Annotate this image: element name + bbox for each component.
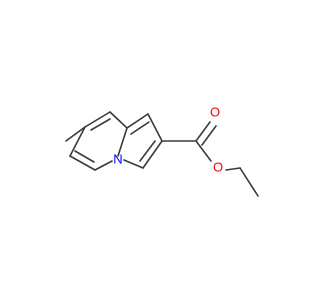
bond-c8a-c1 <box>126 113 149 129</box>
bond-ch2-ch3 <box>239 167 259 197</box>
bond-group <box>65 111 259 197</box>
bond-o-ch2 <box>225 167 241 171</box>
bond-c-o-carbonyl <box>195 121 211 142</box>
nitrogen-label: N <box>113 152 122 167</box>
atom-label-group: N O O <box>113 105 223 175</box>
structure-canvas: N O O <box>65 104 259 197</box>
bond-n-c5 <box>94 160 113 171</box>
bond-c6-c7 <box>69 126 86 157</box>
bond-c2-c3 <box>142 140 163 169</box>
bond-c3-n <box>123 159 144 169</box>
ester-oxygen-label: O <box>213 160 223 175</box>
bond-c2-c3-inner <box>139 140 156 162</box>
bond-methyl <box>65 126 86 142</box>
molecule-diagram: N O O <box>65 105 259 197</box>
bond-c8a-c1-inner <box>130 121 150 135</box>
bond-c8a-n <box>117 127 128 157</box>
carbonyl-oxygen-label: O <box>210 105 220 120</box>
bond-c7-c8 <box>84 111 111 128</box>
bond-c8-c8a <box>109 111 128 129</box>
bond-c-o-ester <box>195 140 212 162</box>
bond-c-o-carbonyl-2 <box>201 125 217 146</box>
bond-c5-c6-inner <box>74 150 95 163</box>
bond-c5-c6 <box>69 155 96 171</box>
bond-c1-c2 <box>147 113 163 142</box>
bond-c7-c8-inner <box>90 118 111 131</box>
